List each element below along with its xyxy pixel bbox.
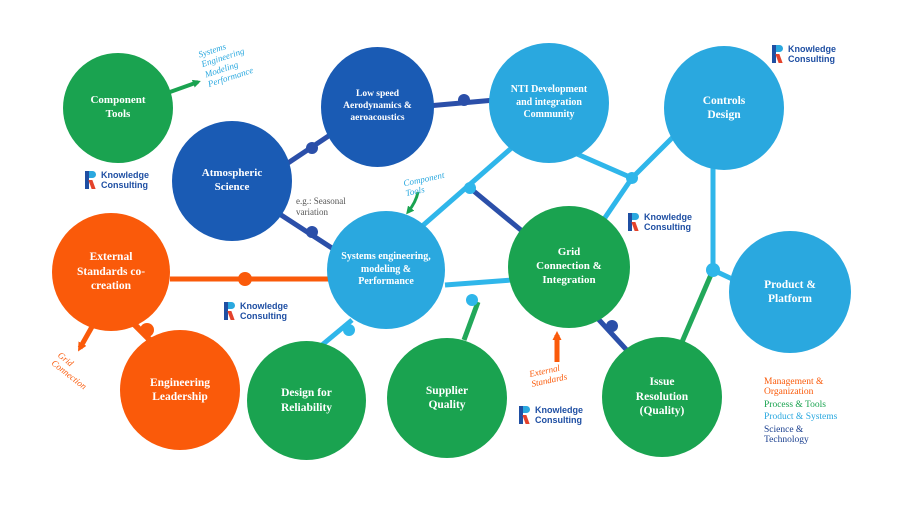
node-engineering-leadership[interactable]: Engineering Leadership [120,330,240,450]
junction-lowspeed-nti [458,94,470,106]
arrow-grid-connection [77,323,96,352]
knowledge-consulting-icon [518,406,531,425]
node-supplier-quality[interactable]: Supplier Quality [387,338,507,458]
legend-management: Management & Organization [764,377,824,398]
junction-systems-reliability [343,324,355,336]
knowledge-consulting-icon [771,45,784,64]
junction-lattice-left [464,182,476,194]
knowledge-consulting-icon [223,302,236,321]
legend-science: Science & Technology [764,424,809,446]
knowledge-consulting-icon [627,213,640,232]
legend-process: Process & Tools [764,399,826,410]
node-grid-connection[interactable]: Grid Connection & Integration [508,206,630,328]
junction-controls-product [706,263,720,277]
knowledge-consulting-icon [84,171,97,190]
link-junction-issue [679,269,716,343]
node-external-standards[interactable]: External Standards co-creation [52,213,170,331]
node-issue-resolution[interactable]: Issue Resolution (Quality) [602,337,722,457]
junction-atmos-lowspeed [306,142,318,154]
legend: Management & Organization Process & Tool… [764,377,884,446]
junction-external-leadership [140,323,154,337]
junction-external-systems [238,272,252,286]
node-low-speed-aero[interactable]: Low speed Aerodynamics & aeroacoustics [321,47,434,167]
node-systems-engineering[interactable]: Systems engineering, modeling & Performa… [327,211,445,329]
node-design-for-reliability[interactable]: Design for Reliability [247,341,366,460]
arrow-component-to-systems [406,191,420,215]
junction-atmos-systems [306,226,318,238]
arrow-component-tools [169,79,201,94]
seasonal-variation-note: e.g.: Seasonal variation [296,196,346,217]
node-atmospheric-science[interactable]: Atmospheric Science [172,121,292,241]
junction-lattice-right [626,172,638,184]
node-component-tools[interactable]: Component Tools [63,53,173,163]
node-nti-community[interactable]: NTI Development and integration Communit… [489,43,609,163]
junction-systems-grid [466,294,478,306]
link-grid-supplier [461,301,481,341]
node-product-platform[interactable]: Product & Platform [729,231,851,353]
legend-product: Product & Systems [764,412,838,423]
link-systems-reliability [320,318,354,347]
link-systems-grid [444,277,513,288]
junction-grid-issue [606,320,618,332]
node-controls-design[interactable]: Controls Design [664,46,784,170]
